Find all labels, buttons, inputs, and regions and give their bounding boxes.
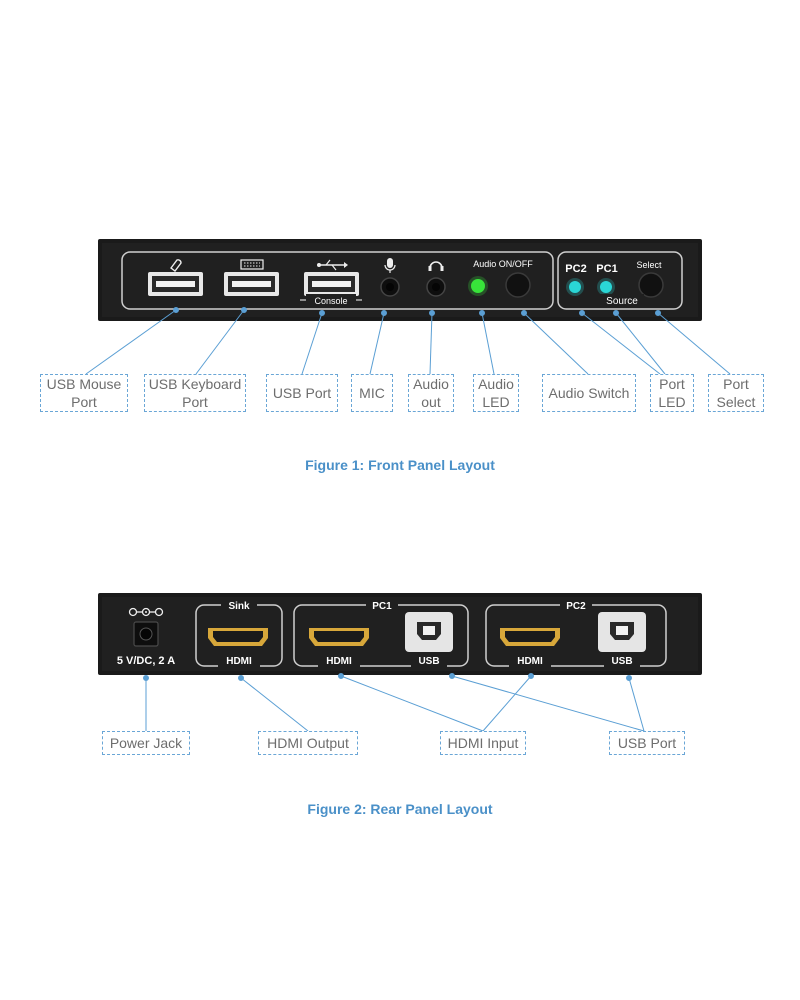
power-rating-label: 5 V/DC, 2 A <box>117 655 175 667</box>
pc1-hdmi-port <box>309 628 369 646</box>
audio-switch-button <box>505 272 531 298</box>
keyboard-icon <box>240 259 264 270</box>
pc2-hdmi-label: HDMI <box>517 656 543 667</box>
pc2-usb-b-port <box>598 612 646 652</box>
source-label: Source <box>606 296 638 307</box>
console-label: Console <box>314 296 347 306</box>
label-audio-switch: Audio Switch <box>542 374 636 412</box>
power-polarity-icon <box>128 607 164 617</box>
label-hdmi-output: HDMI Output <box>258 731 358 755</box>
sink-label: Sink <box>228 601 250 612</box>
pc2-group-label: PC2 <box>566 601 586 612</box>
port-select-button <box>638 272 664 298</box>
pc2-led <box>566 278 584 296</box>
pc1-label: PC1 <box>596 263 617 275</box>
usb-mouse-port <box>148 272 203 296</box>
hdmi-output-port <box>208 628 268 646</box>
audio-led <box>468 276 488 296</box>
front-figure-caption: Figure 1: Front Panel Layout <box>305 457 495 473</box>
pc2-usb-label: USB <box>611 656 632 667</box>
label-power-jack: Power Jack <box>102 731 190 755</box>
sink-hdmi-label: HDMI <box>226 656 252 667</box>
label-mic: MIC <box>351 374 393 412</box>
pc1-usb-b-port <box>405 612 453 652</box>
front-source-frame <box>557 251 683 310</box>
rear-figure-caption: Figure 2: Rear Panel Layout <box>307 801 493 817</box>
audio-out-jack <box>426 277 446 297</box>
label-usb-port: USB Port <box>266 374 338 412</box>
label-usb-port-rear: USB Port <box>609 731 685 755</box>
front-left-frame <box>121 251 554 310</box>
power-jack <box>133 621 159 647</box>
label-hdmi-input: HDMI Input <box>440 731 526 755</box>
pc1-usb-label: USB <box>418 656 439 667</box>
mouse-icon <box>170 259 182 272</box>
usb-icon <box>317 259 348 271</box>
rear-leader-lines <box>143 673 645 732</box>
pc1-hdmi-label: HDMI <box>326 656 352 667</box>
audio-onoff-label: Audio ON/OFF <box>473 259 533 269</box>
front-panel: Console Audio ON/OFF PC2 <box>98 239 702 321</box>
select-label: Select <box>636 260 662 270</box>
pc2-hdmi-port <box>500 628 560 646</box>
usb-console-port <box>304 272 359 296</box>
headphone-icon <box>428 261 444 271</box>
pc1-led <box>597 278 615 296</box>
mic-icon <box>384 258 396 273</box>
rear-panel: 5 V/DC, 2 A Sink HDMI PC1 HDMI USB <box>98 593 702 675</box>
pc2-label: PC2 <box>565 263 586 275</box>
front-leader-lines <box>85 307 731 375</box>
mic-jack <box>380 277 400 297</box>
usb-keyboard-port <box>224 272 279 296</box>
pc1-group-label: PC1 <box>372 601 392 612</box>
